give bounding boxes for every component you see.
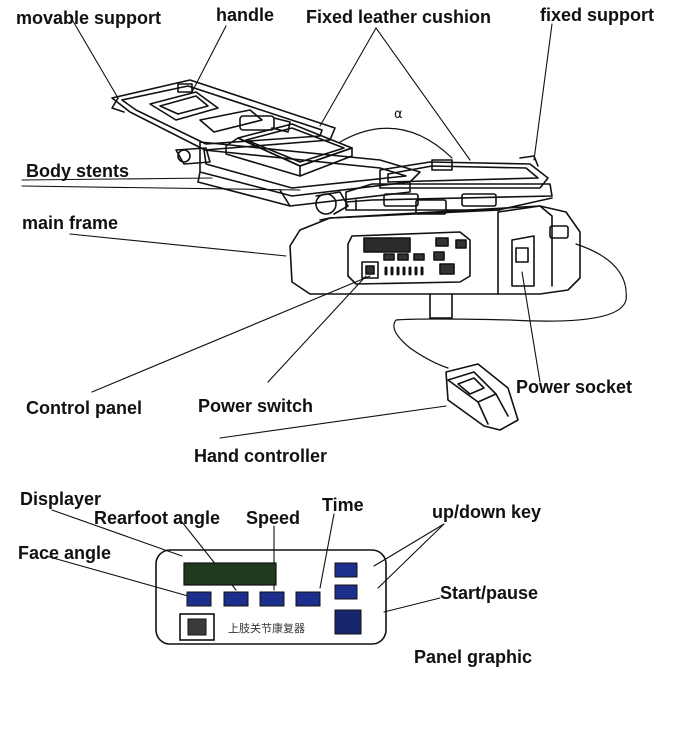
label-movable-support: movable support bbox=[16, 8, 162, 28]
label-face-angle: Face angle bbox=[18, 543, 112, 563]
label-time: Time bbox=[322, 495, 364, 515]
label-power-socket: Power socket bbox=[516, 377, 633, 397]
leader-lines-top bbox=[21, 15, 553, 439]
rearfoot-angle-key[interactable] bbox=[223, 591, 249, 607]
label-fixed-support: fixed support bbox=[540, 5, 655, 25]
panel-graphic-outline bbox=[155, 549, 387, 645]
label-panel-graphic: Panel graphic bbox=[414, 647, 533, 667]
displayer-screen bbox=[183, 562, 277, 586]
label-up-down-key: up/down key bbox=[432, 502, 542, 522]
time-key[interactable] bbox=[295, 591, 321, 607]
fixed-support-block bbox=[345, 155, 553, 215]
hand-controller-device bbox=[445, 363, 519, 431]
leather-cushion-arm bbox=[225, 123, 353, 177]
label-handle: handle bbox=[216, 5, 275, 25]
label-body-stents: Body stents bbox=[26, 161, 130, 181]
main-frame-housing bbox=[289, 205, 581, 319]
power-switch-rocker bbox=[187, 618, 207, 636]
device-name-text: 上肢关节康复器 bbox=[228, 621, 305, 635]
handle-part bbox=[239, 115, 291, 133]
down-key[interactable] bbox=[334, 584, 358, 600]
label-speed: Speed bbox=[246, 508, 301, 528]
label-start-pause: Start/pause bbox=[440, 583, 539, 603]
leader-lines-bottom bbox=[45, 509, 445, 613]
alpha-label: α bbox=[394, 107, 403, 122]
controller-cable bbox=[393, 243, 627, 369]
label-main-frame: main frame bbox=[22, 213, 119, 233]
label-rearfoot-angle: Rearfoot angle bbox=[94, 508, 221, 528]
label-fixed-leather-cushion: Fixed leather cushion bbox=[306, 7, 492, 27]
label-hand-controller: Hand controller bbox=[194, 446, 328, 466]
speed-key[interactable] bbox=[259, 591, 285, 607]
up-key[interactable] bbox=[334, 562, 358, 578]
frame-control-panel bbox=[347, 231, 471, 285]
face-angle-key[interactable] bbox=[186, 591, 212, 607]
label-displayer: Displayer bbox=[20, 489, 102, 509]
start-pause-key[interactable] bbox=[334, 609, 362, 635]
label-power-switch: Power switch bbox=[198, 396, 314, 416]
joint-knob bbox=[315, 191, 349, 215]
label-control-panel: Control panel bbox=[26, 398, 142, 418]
angle-arc bbox=[339, 127, 453, 159]
movable-support-frame bbox=[111, 79, 336, 151]
